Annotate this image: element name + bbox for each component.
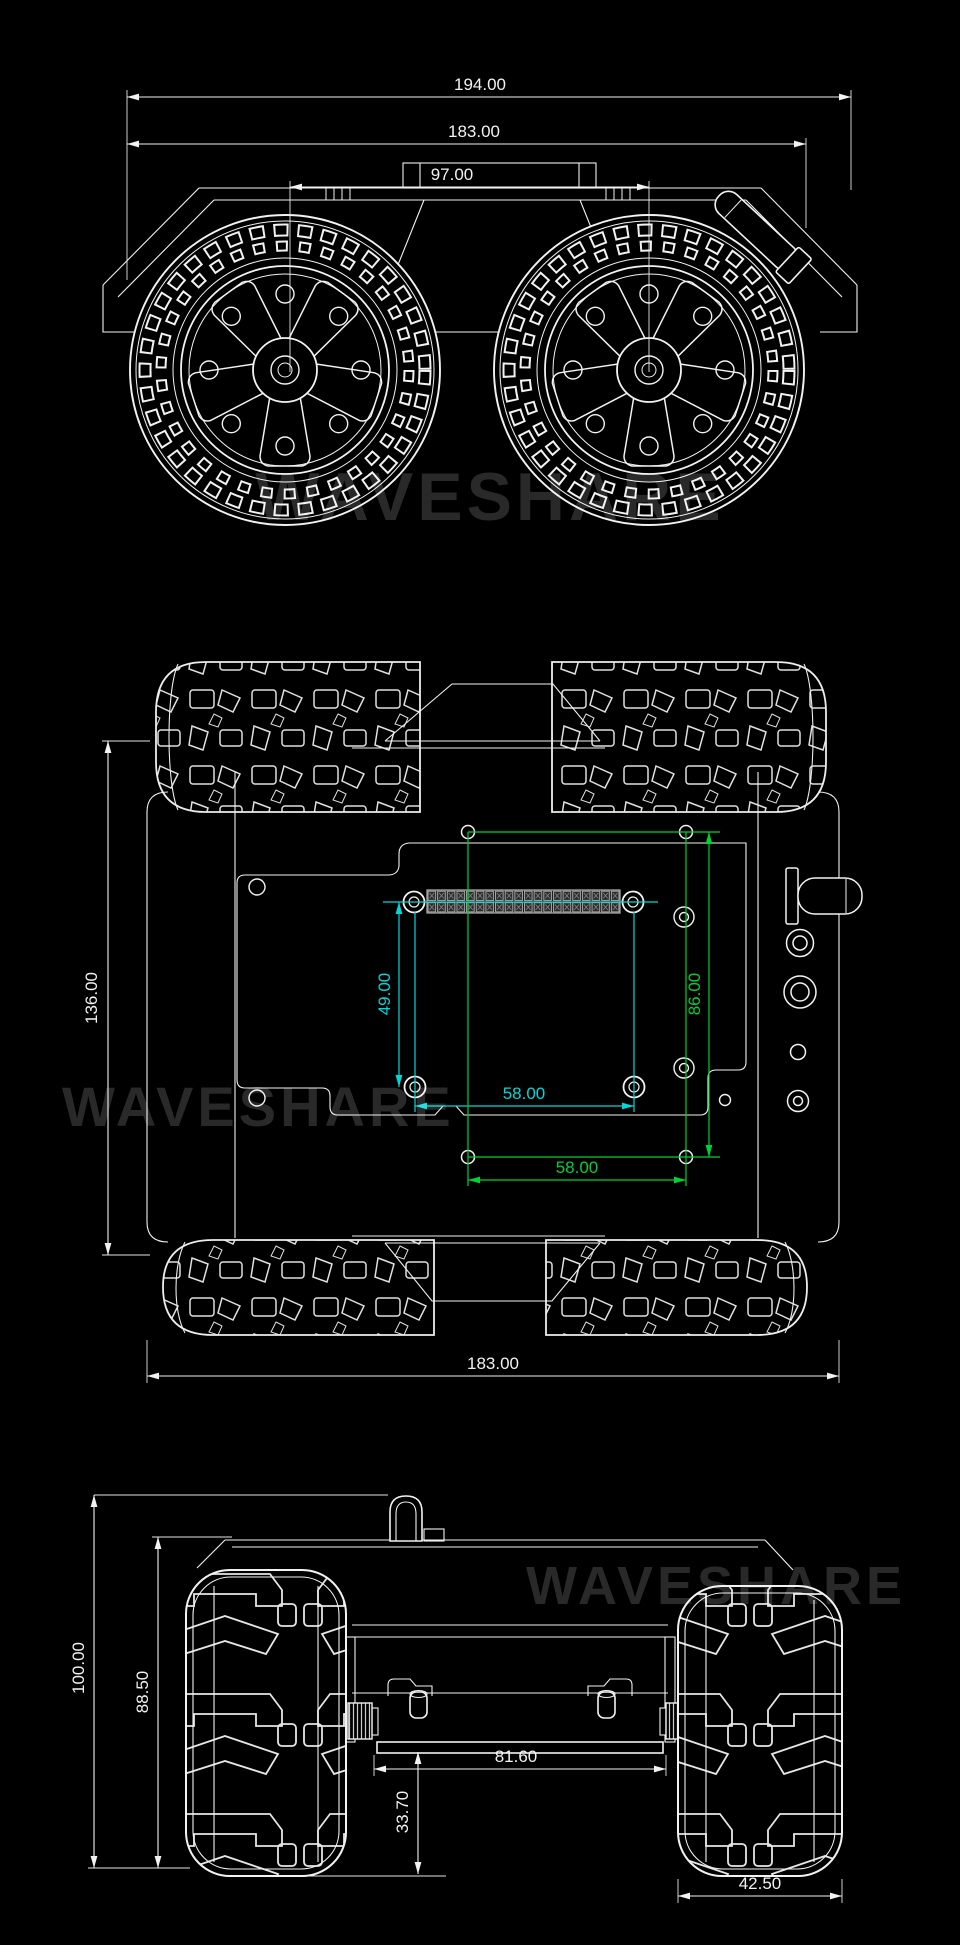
rear-view: 100.00 88.50 81.60 33.70 42.50 — [69, 1494, 843, 1903]
suspension-bracket-left — [387, 1678, 433, 1696]
dim-tire-width: 42.50 — [677, 1874, 843, 1903]
antenna-mount-top — [785, 867, 799, 925]
antenna-base-block — [423, 1528, 445, 1542]
dim-label-body-height: 88.50 — [133, 1671, 152, 1714]
antenna-top — [797, 877, 863, 915]
dim-label-ground-clearance: 33.70 — [393, 1791, 412, 1834]
dim-body-width: 136.00 — [82, 740, 150, 1256]
wheel-couplings — [347, 1702, 691, 1740]
suspension-bracket-right — [587, 1678, 633, 1696]
dim-label-overall-length: 194.00 — [454, 75, 506, 94]
antenna-dome — [389, 1495, 423, 1542]
mounting-holes-outer — [460, 824, 694, 1165]
dim-ground-clearance: 33.70 — [393, 1752, 422, 1874]
dim-label-top-length: 183.00 — [467, 1354, 519, 1373]
dim-label-hole-pitch-y-outer: 86.00 — [685, 973, 704, 1016]
tire-front-left — [155, 661, 421, 813]
dim-overall-length: 194.00 — [126, 75, 852, 280]
tire-front-right — [551, 661, 827, 813]
dim-label-body-width: 136.00 — [82, 972, 101, 1024]
dim-label-track-inner: 81.60 — [495, 1747, 538, 1766]
rear-panel-top — [783, 867, 863, 1113]
dim-label-tire-width: 42.50 — [739, 1874, 782, 1893]
standoffs — [409, 1689, 616, 1719]
dim-label-hole-pitch-x-inner: 58.00 — [503, 1084, 546, 1103]
watermark-top-view: WAVESHARE — [62, 1075, 455, 1138]
tire-patches — [155, 661, 827, 1336]
right-wheel-rear — [677, 1585, 843, 1877]
rover-body-rear — [196, 1495, 794, 1754]
bottom-plate — [376, 1741, 664, 1754]
tire-rear-right — [545, 1239, 808, 1336]
button-1 — [789, 1043, 807, 1061]
antenna-side — [714, 190, 812, 284]
dim-top-length: 183.00 — [146, 1340, 840, 1383]
dim-track-inner: 81.60 — [373, 1747, 667, 1776]
watermark-side-view: WAVESHARE — [255, 459, 724, 535]
dim-pattern-green: 86.00 58.00 — [467, 831, 720, 1186]
dim-label-overall-height: 100.00 — [69, 1642, 88, 1694]
dim-pattern-cyan: 49.00 58.00 — [375, 901, 658, 1112]
dim-label-wheelbase: 97.00 — [431, 165, 474, 184]
dim-label-hole-pitch-y-inner: 49.00 — [375, 973, 394, 1016]
dim-wheelbase: 97.00 — [289, 165, 650, 372]
side-view: 194.00 183.00 97.00 — [102, 75, 858, 525]
hinge-ticks — [325, 188, 631, 200]
watermark-rear-view: WAVESHARE — [526, 1556, 906, 1616]
dim-overall-height: 100.00 — [69, 1494, 388, 1869]
dim-body-height: 88.50 — [133, 1536, 232, 1868]
tire-rear-left — [162, 1239, 435, 1336]
watermarks: WAVESHARE WAVESHARE WAVESHARE — [62, 459, 906, 1616]
top-view: 49.00 58.00 86.00 58.00 136.00 183.00 — [82, 661, 863, 1383]
dim-label-hole-pitch-x-outer: 58.00 — [556, 1158, 599, 1177]
left-wheel-rear — [185, 1569, 347, 1877]
dim-label-body-length: 183.00 — [448, 122, 500, 141]
dim-body-length: 183.00 — [127, 122, 807, 228]
mounting-holes-inner — [402, 890, 646, 1099]
